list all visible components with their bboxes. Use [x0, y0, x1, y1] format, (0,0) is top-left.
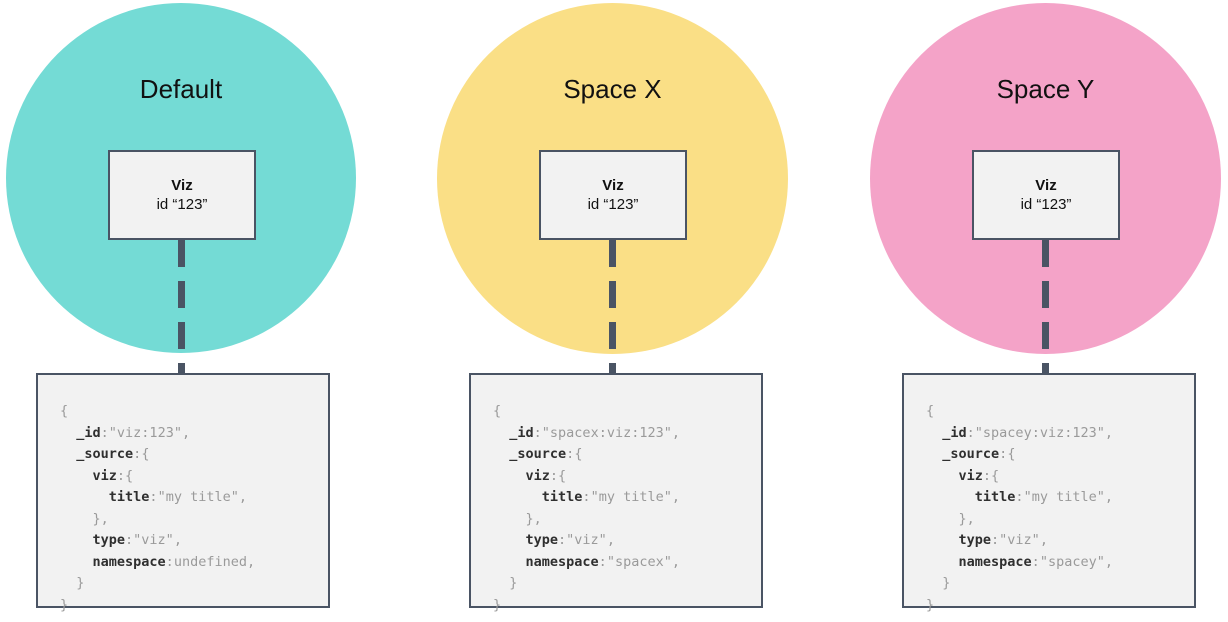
code-text-spacey: { _id:"spacey:viz:123", _source:{ viz:{ …: [926, 403, 1113, 613]
dashed-connector-spacex: [609, 240, 616, 374]
code-text-default: { _id:"viz:123", _source:{ viz:{ title:"…: [60, 403, 256, 613]
code-block-spacex: { _id:"spacex:viz:123", _source:{ viz:{ …: [469, 373, 763, 613]
viz-node-title-spacex: Viz: [602, 176, 624, 194]
code-block-default: { _id:"viz:123", _source:{ viz:{ title:"…: [36, 373, 330, 613]
dashed-connector-default: [178, 240, 185, 374]
space-circle-label-default: Default: [139, 74, 223, 104]
dashed-connector-spacey: [1042, 240, 1049, 374]
viz-node-id-spacey: id “123”: [1020, 195, 1072, 213]
viz-node-default: Viz id “123”: [108, 150, 256, 240]
viz-node-id-default: id “123”: [156, 195, 208, 213]
space-circle-label-spacey: Space Y: [996, 74, 1095, 104]
viz-node-title-default: Viz: [171, 176, 193, 194]
viz-node-title-spacey: Viz: [1035, 176, 1057, 194]
space-circle-label-spacex: Space X: [563, 74, 662, 104]
viz-node-id-spacex: id “123”: [587, 195, 639, 213]
code-text-spacex: { _id:"spacex:viz:123", _source:{ viz:{ …: [493, 403, 680, 613]
viz-node-spacex: Viz id “123”: [539, 150, 687, 240]
viz-node-spacey: Viz id “123”: [972, 150, 1120, 240]
code-block-spacey: { _id:"spacey:viz:123", _source:{ viz:{ …: [902, 373, 1196, 613]
diagram-column-default: Default Viz id “123” { _id:"viz:123", _s…: [0, 0, 420, 622]
